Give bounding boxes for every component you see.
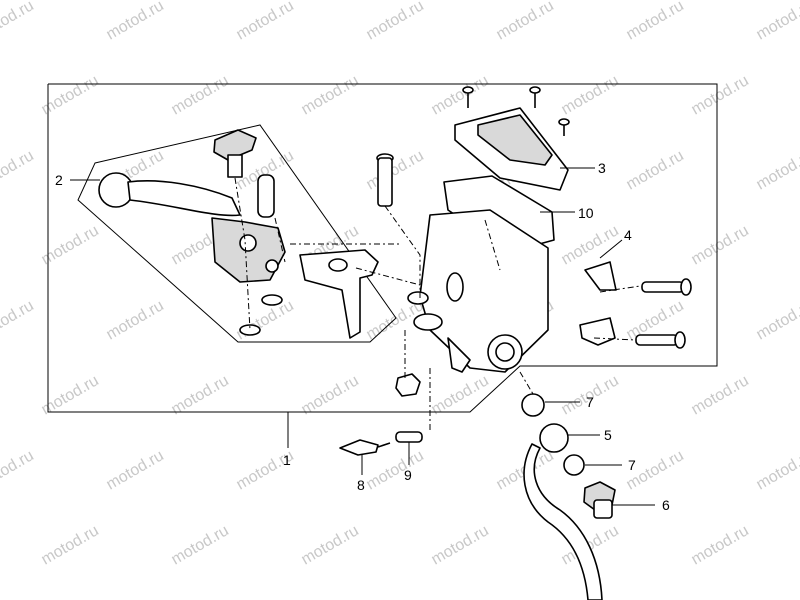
watermark-text: motod.ru [559, 222, 622, 268]
callout-6: 6 [662, 497, 670, 513]
pivot-nut [395, 373, 421, 397]
watermark-text: motod.ru [494, 0, 557, 43]
watermark-text: motod.ru [104, 297, 167, 343]
leader-lines [70, 167, 655, 506]
watermark-text: motod.ru [39, 522, 102, 568]
watermark-text: motod.ru [754, 447, 800, 493]
watermark-text: motod.ru [689, 72, 752, 118]
watermark-text: motod.ru [0, 447, 37, 493]
watermark-text: motod.ru [364, 0, 427, 43]
watermark-text: motod.ru [754, 147, 800, 193]
callout-8: 8 [357, 477, 365, 493]
watermark-text: motod.ru [559, 72, 622, 118]
watermark-text: motod.ru [689, 522, 752, 568]
callout-7-lower: 7 [628, 457, 636, 473]
watermark-text: motod.ru [0, 297, 37, 343]
watermark-text: motod.ru [624, 147, 687, 193]
switch-bracket [299, 249, 379, 339]
watermark-text: motod.ru [754, 0, 800, 43]
watermark-text: motod.ru [169, 522, 232, 568]
assembly-frame [47, 83, 718, 413]
washer-lower [239, 324, 261, 336]
master-cylinder-body [407, 175, 555, 373]
watermark-text: motod.ru [104, 447, 167, 493]
washer-upper [261, 294, 283, 306]
brake-light-switch [339, 439, 391, 456]
pivot-bushing [257, 174, 275, 218]
crush-washer-upper [521, 393, 545, 417]
callout-10: 10 [578, 205, 594, 221]
adjuster-knob [213, 129, 257, 178]
callout-2: 2 [55, 172, 63, 188]
cover-screws [462, 86, 570, 136]
watermark-text: motod.ru [234, 0, 297, 43]
watermark-text: motod.ru [364, 147, 427, 193]
switch-pin [395, 431, 423, 443]
reservoir-cover [454, 107, 569, 191]
watermark-text: motod.ru [299, 72, 362, 118]
watermark-text: motod.ru [169, 72, 232, 118]
callout-7-upper: 7 [586, 394, 594, 410]
callout-3: 3 [598, 160, 606, 176]
watermark-text: motod.ru [429, 522, 492, 568]
pivot-bolt [376, 153, 394, 207]
clamp-bolts [635, 278, 692, 349]
callout-4: 4 [624, 227, 632, 243]
callout-1: 1 [283, 452, 291, 468]
assembly-lines [234, 177, 641, 432]
handlebar-clamp [579, 261, 617, 346]
callout-5: 5 [604, 427, 612, 443]
crush-washer-lower [563, 454, 585, 476]
watermark-text: motod.ru [624, 0, 687, 43]
watermark-text: motod.ru [0, 147, 37, 193]
brake-lever [98, 172, 286, 283]
watermark-text: motod.ru [0, 0, 37, 43]
banjo-bolt [583, 481, 616, 519]
watermark-text: motod.ru [754, 297, 800, 343]
watermark-text: motod.ru [689, 222, 752, 268]
callout-9: 9 [404, 467, 412, 483]
watermark-text: motod.ru [689, 372, 752, 418]
watermark-text: motod.ru [364, 447, 427, 493]
watermark-text: motod.ru [299, 522, 362, 568]
lever-group-frame [77, 124, 397, 343]
watermark-text: motod.ru [104, 0, 167, 43]
watermark-text: motod.ru [429, 72, 492, 118]
brake-hose [523, 423, 603, 600]
